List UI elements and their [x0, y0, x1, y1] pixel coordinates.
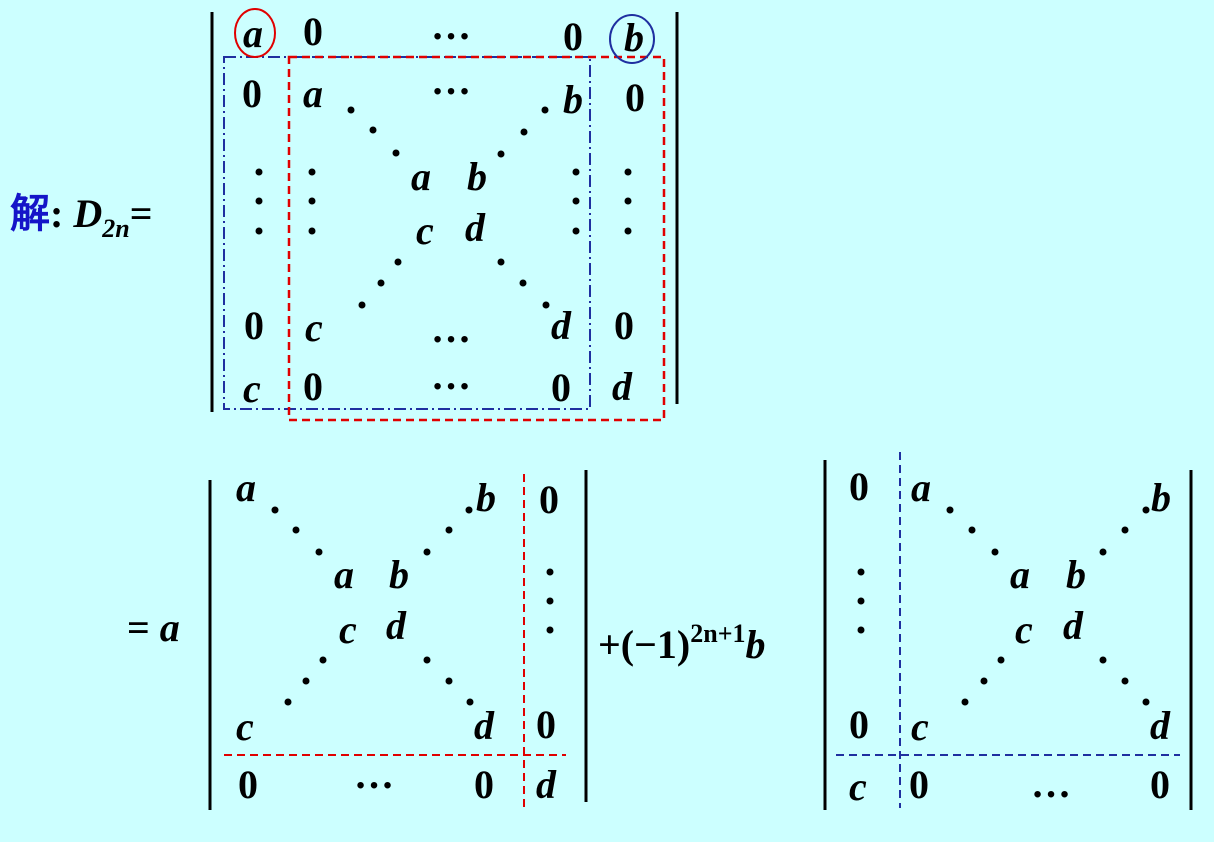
entry-b: b: [476, 475, 496, 520]
entry-c: c: [339, 607, 357, 652]
lhs-equals: =: [129, 191, 153, 236]
red-dashed-box: [287, 55, 666, 422]
entry-d: d: [1063, 603, 1083, 648]
lead-coefficient-a: a: [159, 605, 180, 650]
entry-d: d: [536, 762, 556, 807]
entry-c: c: [849, 764, 867, 809]
entry-b: b: [467, 154, 487, 199]
entry-zero: 0: [242, 71, 262, 116]
entry-a: a: [243, 11, 263, 56]
coefficient-b: b: [745, 622, 766, 667]
entry-zero: 0: [551, 365, 571, 410]
blue-dashdot-box: [223, 56, 591, 410]
sign-factor: (−1): [620, 622, 691, 667]
sign-exponent: 2n+1: [690, 619, 746, 648]
entry-zero: 0: [849, 464, 869, 509]
plus-sign: +: [598, 622, 621, 667]
entry-zero: 0: [539, 477, 559, 522]
entry-zero: 0: [238, 762, 258, 807]
entry-d: d: [551, 303, 571, 348]
entry-hdots: …: [431, 353, 471, 398]
entry-a: a: [303, 71, 323, 116]
equals-sign: =: [127, 605, 150, 650]
blue-circle-b: [609, 14, 655, 64]
entry-a: a: [334, 552, 354, 597]
entry-hdots: …: [431, 3, 471, 48]
entry-c: c: [243, 366, 261, 411]
entry-zero: 0: [563, 14, 583, 59]
entry-b: b: [1151, 475, 1171, 520]
entry-zero: 0: [614, 303, 634, 348]
right-det-dots: [857, 506, 1150, 706]
entry-c: c: [305, 305, 323, 350]
entry-zero: 0: [625, 75, 645, 120]
colon: :: [50, 191, 64, 236]
lhs-D: D: [73, 191, 103, 236]
entry-zero: 0: [303, 364, 323, 409]
entry-zero: 0: [849, 702, 869, 747]
solution-label: 解: [10, 191, 50, 237]
entry-d: d: [386, 603, 406, 648]
entry-b: b: [563, 77, 583, 122]
entry-zero: 0: [536, 702, 556, 747]
red-circle-a: [234, 8, 276, 58]
entry-zero: 0: [244, 303, 264, 348]
entry-zero: 0: [474, 762, 494, 807]
entry-c: c: [236, 704, 254, 749]
big-det-dots: [255, 106, 632, 309]
entry-zero: 0: [303, 9, 323, 54]
entry-hdots: …: [354, 752, 394, 797]
entry-b: b: [1066, 552, 1086, 597]
entry-hdots: …: [431, 58, 471, 103]
entry-c: c: [911, 704, 929, 749]
entry-d: d: [474, 703, 494, 748]
expansion-prefix: = a: [127, 608, 180, 648]
entry-c: c: [1015, 607, 1033, 652]
entry-zero: 0: [1150, 762, 1170, 807]
solution-prefix: 解: D2n=: [10, 191, 153, 242]
entry-hdots: …: [1031, 761, 1071, 806]
entry-zero: 0: [909, 762, 929, 807]
entry-d: d: [1150, 703, 1170, 748]
entry-a: a: [411, 154, 431, 199]
entry-hdots: …: [431, 306, 471, 351]
entry-a: a: [236, 465, 256, 510]
entry-d: d: [612, 364, 632, 409]
entry-a: a: [1010, 552, 1030, 597]
left-det-dots: [271, 506, 554, 706]
entry-c: c: [416, 208, 434, 253]
entry-a: a: [911, 465, 931, 510]
entry-d: d: [465, 205, 485, 250]
second-term-coefficient: +(−1)2n+1b: [598, 621, 766, 667]
lhs-subscript: 2n: [102, 214, 130, 243]
entry-b: b: [624, 15, 644, 60]
entry-b: b: [389, 552, 409, 597]
